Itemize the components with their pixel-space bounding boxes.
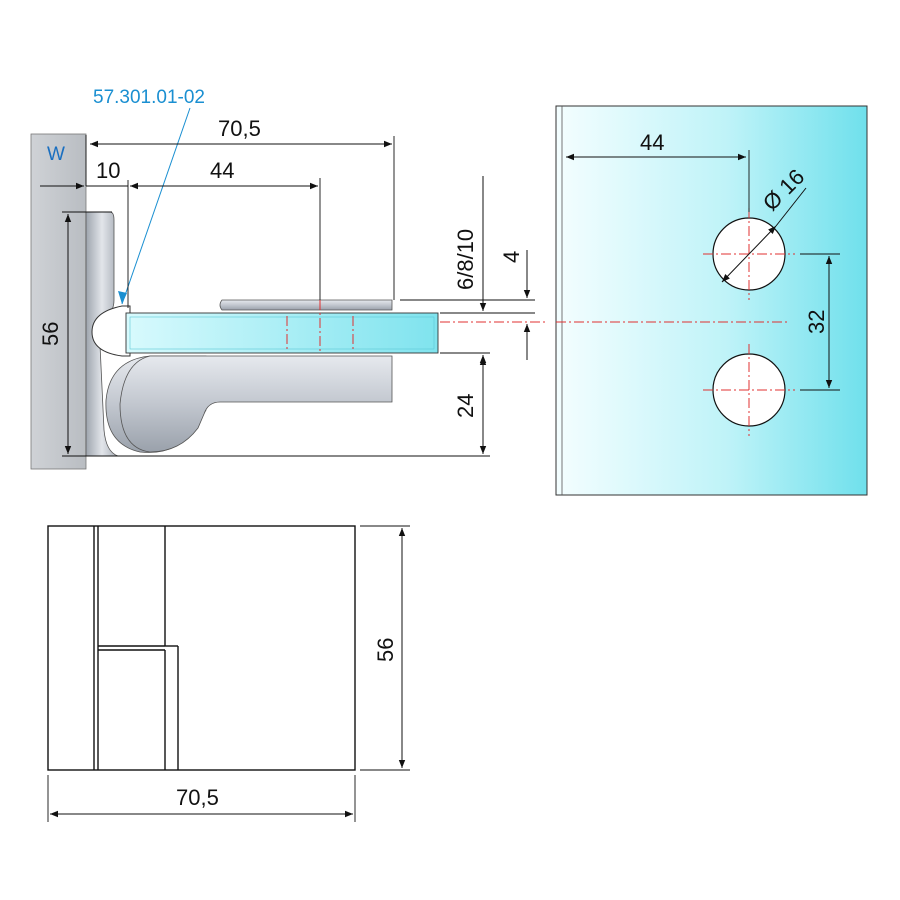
dim-edge-to-hole: 44 bbox=[640, 130, 664, 155]
clamp-upper-plate bbox=[219, 299, 393, 311]
side-view: W 57.301.01-02 70,5 bbox=[30, 87, 545, 470]
front-view: 56 70,5 bbox=[47, 525, 410, 822]
dim-front-height: 56 bbox=[373, 638, 398, 662]
wall-label: W bbox=[47, 144, 65, 165]
part-number-label: 57.301.01-02 bbox=[93, 87, 205, 108]
dim-axis-offset: 4 bbox=[499, 251, 524, 263]
dim-front-width: 70,5 bbox=[176, 785, 219, 810]
dim-offset: 10 bbox=[96, 158, 120, 183]
dim-glass-thickness: 6/8/10 bbox=[453, 229, 478, 290]
glass-panel bbox=[555, 105, 868, 496]
glass-panel-view: 44 Ø 16 32 bbox=[555, 105, 868, 496]
dim-hole-center: 44 bbox=[210, 158, 234, 183]
dim-height: 56 bbox=[38, 322, 63, 346]
seal-profile bbox=[91, 305, 131, 357]
part-number-leader bbox=[121, 107, 191, 305]
glass-section bbox=[125, 312, 439, 354]
clamp-lower-body bbox=[119, 355, 393, 453]
glass-inner-line bbox=[129, 316, 435, 350]
dim-overall-width: 70,5 bbox=[218, 116, 261, 141]
wall bbox=[30, 133, 87, 470]
front-outline bbox=[47, 525, 356, 771]
dim-hole-spacing: 32 bbox=[804, 310, 829, 334]
dim-bottom-offset: 24 bbox=[453, 394, 478, 418]
